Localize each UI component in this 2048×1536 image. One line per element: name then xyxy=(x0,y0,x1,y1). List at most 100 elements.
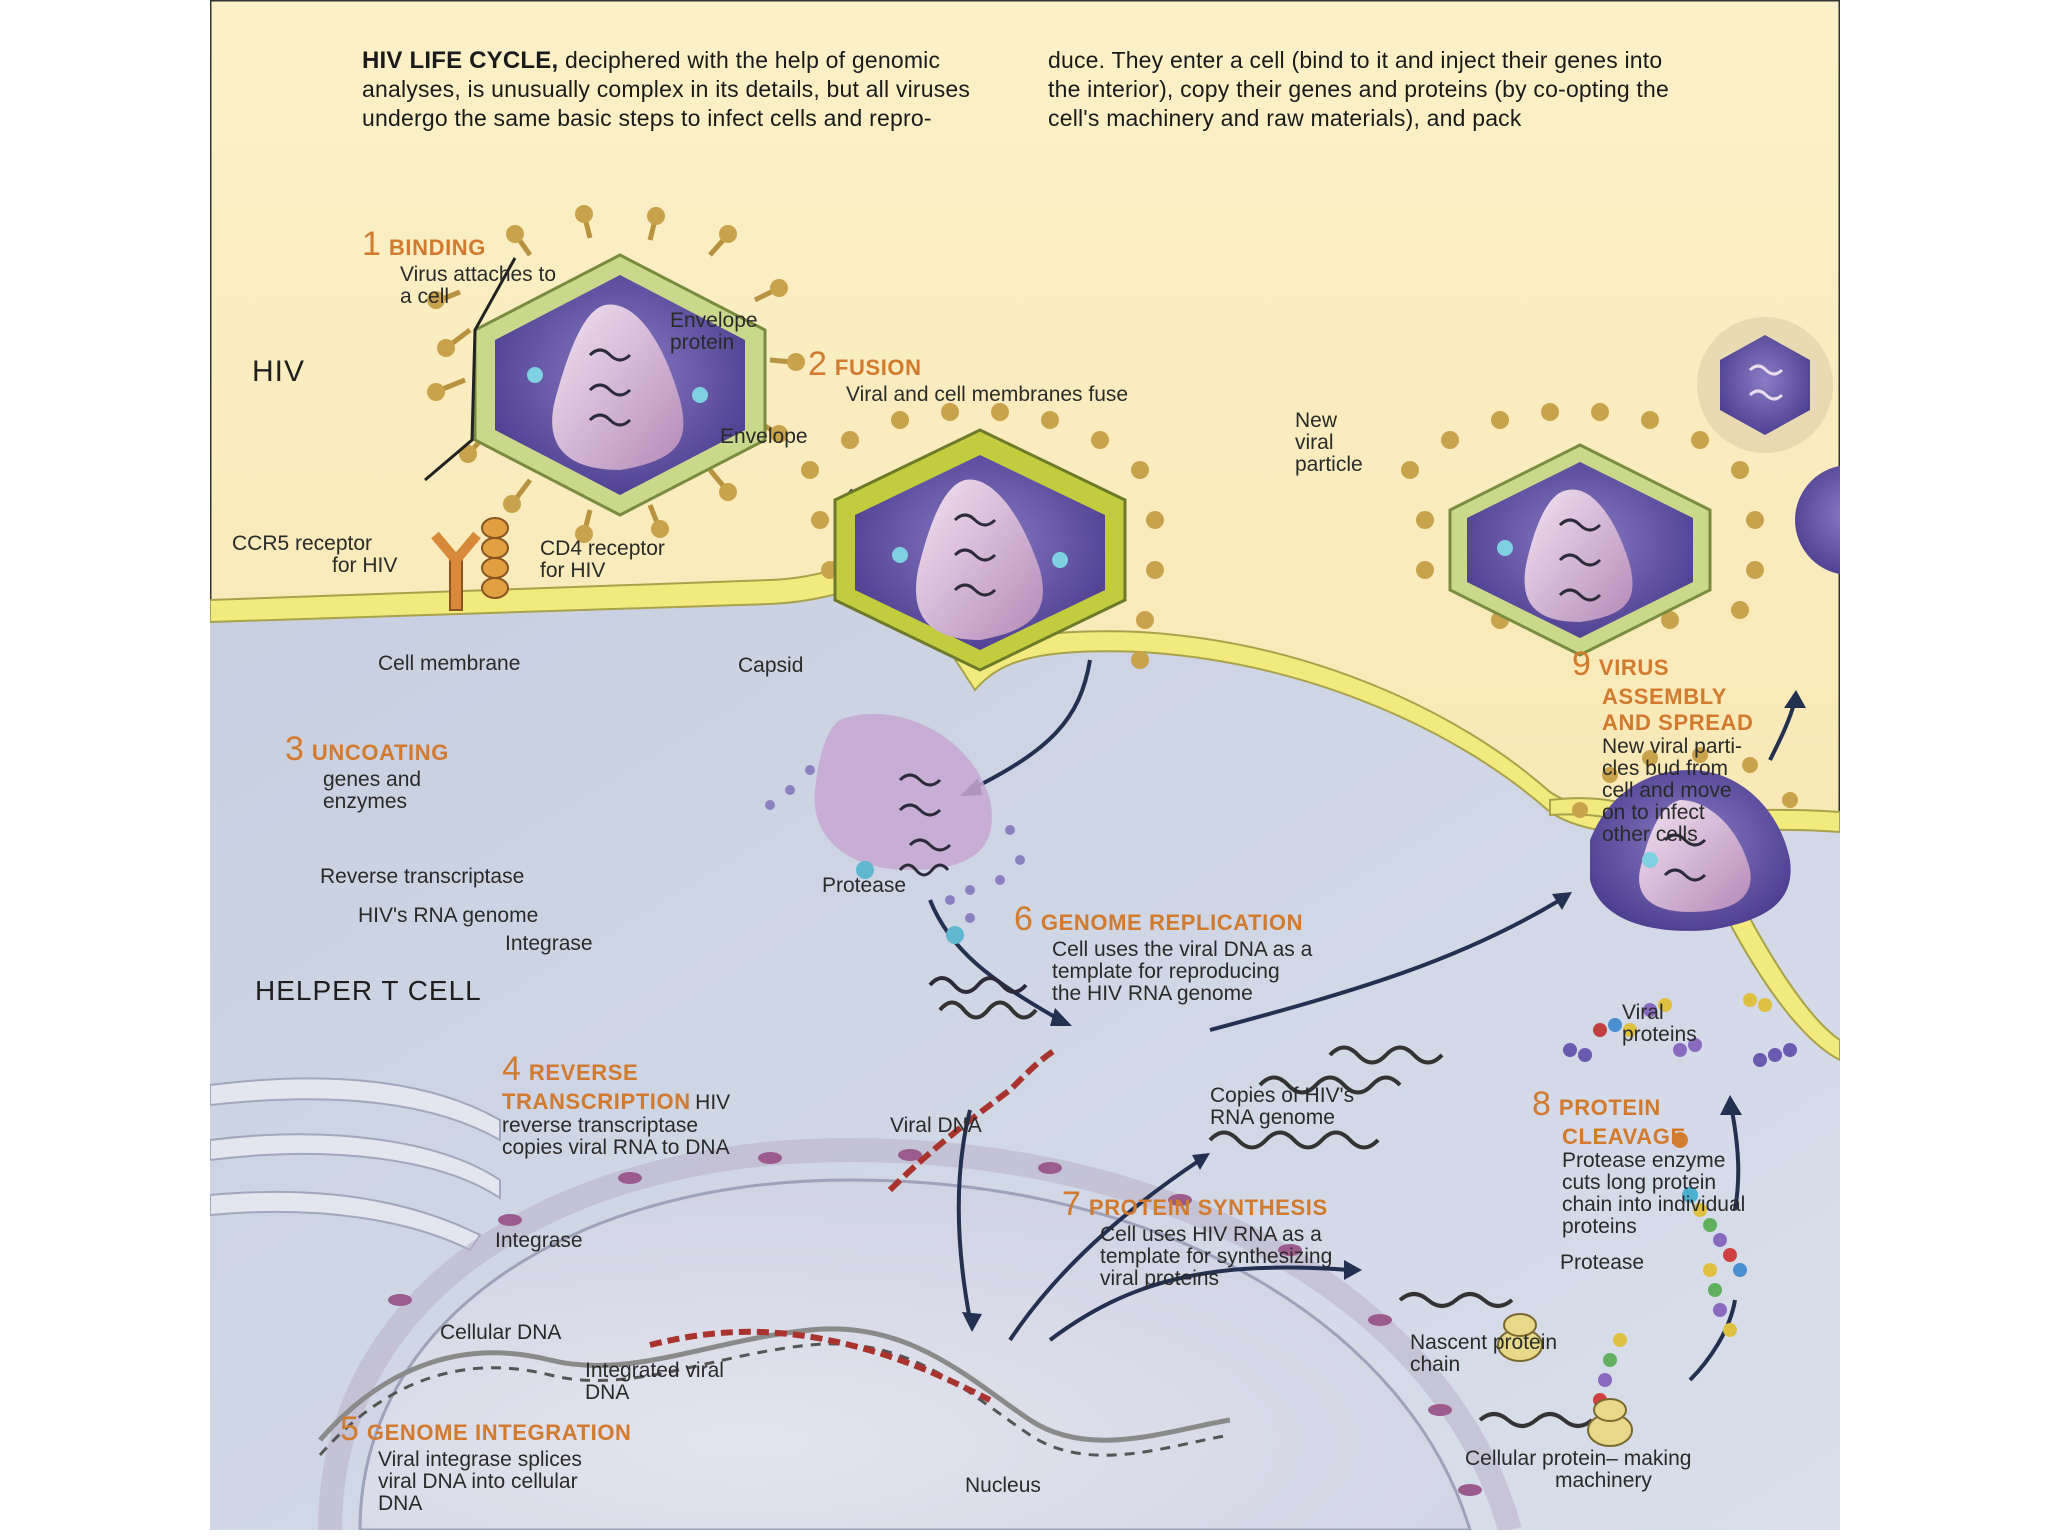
uncoating-capsid xyxy=(765,713,1028,994)
label-line: New xyxy=(1295,409,1338,432)
protease-label: Protease xyxy=(822,874,907,897)
step-title: AND SPREAD xyxy=(1602,710,1754,735)
hiv-virion-distant xyxy=(1697,317,1833,453)
cell-membrane-label: Cell membrane xyxy=(378,652,521,675)
envelope-label: Envelope xyxy=(720,425,808,448)
label-line: Copies of HIV's xyxy=(1210,1084,1355,1107)
step-title: REVERSE xyxy=(528,1060,639,1085)
viral-dna xyxy=(887,1047,1057,1193)
intro-left: HIV LIFE CYCLE, deciphered with the help… xyxy=(362,46,1002,133)
label-line: chain xyxy=(1410,1353,1461,1376)
step-number: 9 xyxy=(1572,645,1591,683)
integrated-viral-dna xyxy=(649,1328,992,1403)
hiv-virion-new xyxy=(1401,403,1764,657)
hiv-virion-edge xyxy=(1795,465,1840,575)
step-number: 8 xyxy=(1532,1085,1551,1123)
label-line: Integrated viral xyxy=(585,1359,724,1382)
viral-dna-label: Viral DNA xyxy=(890,1114,982,1137)
step-title: PROTEIN xyxy=(1558,1095,1661,1120)
label-line: for HIV xyxy=(332,554,398,577)
hiv-life-cycle-figure: HIV LIFE CYCLE, deciphered with the help… xyxy=(210,0,1840,1530)
nucleus-envelope xyxy=(318,1137,1522,1530)
integrase-label: Integrase xyxy=(505,932,593,955)
label-line: viral xyxy=(1295,431,1334,454)
ccr5-receptor xyxy=(431,531,481,611)
ribosomes xyxy=(1497,1313,1633,1447)
step-desc-line: Cell uses the viral DNA as a xyxy=(1052,938,1313,961)
nucleus xyxy=(358,1178,1472,1530)
step-number: 4 xyxy=(502,1050,521,1088)
diagram-artwork xyxy=(210,0,1840,1530)
step-desc-line: cell and move xyxy=(1602,779,1732,802)
cellular-dna-label: Cellular DNA xyxy=(440,1321,562,1344)
step-desc-line: on to infect xyxy=(1602,801,1705,824)
step-desc-line: Viral integrase splices xyxy=(378,1448,582,1471)
label-line: CCR5 receptor xyxy=(232,532,373,555)
step-desc-line: genes and xyxy=(323,768,422,791)
step-desc-line: template for synthesizing xyxy=(1100,1245,1333,1268)
cellular-dna xyxy=(318,1326,1231,1443)
intro-title: HIV LIFE CYCLE, xyxy=(362,47,559,74)
step-desc-line: reverse transcriptase xyxy=(502,1114,699,1137)
step-desc-line: the HIV RNA genome xyxy=(1052,982,1253,1005)
step-number: 2 xyxy=(808,345,827,383)
step-desc-line: DNA xyxy=(378,1492,423,1515)
step-desc-line: copies viral RNA to DNA xyxy=(502,1136,730,1159)
step-desc-line: template for reproducing xyxy=(1052,960,1280,983)
step-desc-line: Virus attaches to xyxy=(400,263,557,286)
flow-arrows xyxy=(848,488,1797,1382)
hiv-virion-binding xyxy=(427,205,805,543)
label-line: Nascent protein xyxy=(1410,1331,1558,1354)
rna-strands xyxy=(938,1000,1594,1428)
step-number: 6 xyxy=(1014,900,1033,938)
step-desc-line: Cell uses HIV RNA as a xyxy=(1100,1223,1322,1246)
helper-t-cell-label: HELPER T CELL xyxy=(255,975,482,1006)
label-line: particle xyxy=(1295,453,1363,476)
nucleus-label: Nucleus xyxy=(965,1474,1041,1497)
step-desc-line: Viral and cell membranes fuse xyxy=(846,383,1129,406)
label-line: Cellular protein– making xyxy=(1465,1447,1692,1470)
step-desc-line: Protease enzyme xyxy=(1562,1149,1726,1172)
step-genome-replication: 6 GENOME REPLICATION Cell uses the viral … xyxy=(1014,900,1312,1005)
label-line: proteins xyxy=(1622,1023,1697,1046)
step-number: 3 xyxy=(285,730,304,768)
step-desc-line: a cell xyxy=(400,285,450,308)
reverse-transcriptase-label: Reverse transcriptase xyxy=(320,865,525,888)
cd4-receptor xyxy=(481,517,509,599)
label-line: for HIV xyxy=(540,559,606,582)
step-desc-line: viral proteins xyxy=(1100,1267,1220,1290)
step-desc-line: chain into individual xyxy=(1562,1193,1746,1216)
step-title: GENOME REPLICATION xyxy=(1040,910,1304,935)
step-desc-line: cles bud from xyxy=(1602,757,1729,780)
label-line: RNA genome xyxy=(1210,1106,1335,1129)
step-desc-line: viral DNA into cellular xyxy=(378,1470,578,1493)
step-title: GENOME INTEGRATION xyxy=(366,1420,632,1445)
step-title: UNCOATING xyxy=(311,740,449,765)
protein-beads xyxy=(1563,993,1797,1427)
step-title: BINDING xyxy=(388,235,487,260)
intro-right: duce. They enter a cell (bind to it and … xyxy=(1048,47,1669,131)
label-line: Viral xyxy=(1622,1001,1664,1024)
step-number: 1 xyxy=(362,225,381,263)
protease-cleavage-label: Protease xyxy=(1560,1251,1645,1274)
label-line: Envelope xyxy=(670,309,758,332)
step-title: ASSEMBLY xyxy=(1602,684,1728,709)
step-desc-line: other cells xyxy=(1602,823,1698,846)
step-desc-line: New viral parti- xyxy=(1602,735,1743,758)
label-line: CD4 receptor xyxy=(540,537,665,560)
label-line: DNA xyxy=(585,1381,630,1404)
hiv-label: HIV xyxy=(252,355,306,388)
step-number: 7 xyxy=(1062,1185,1081,1223)
